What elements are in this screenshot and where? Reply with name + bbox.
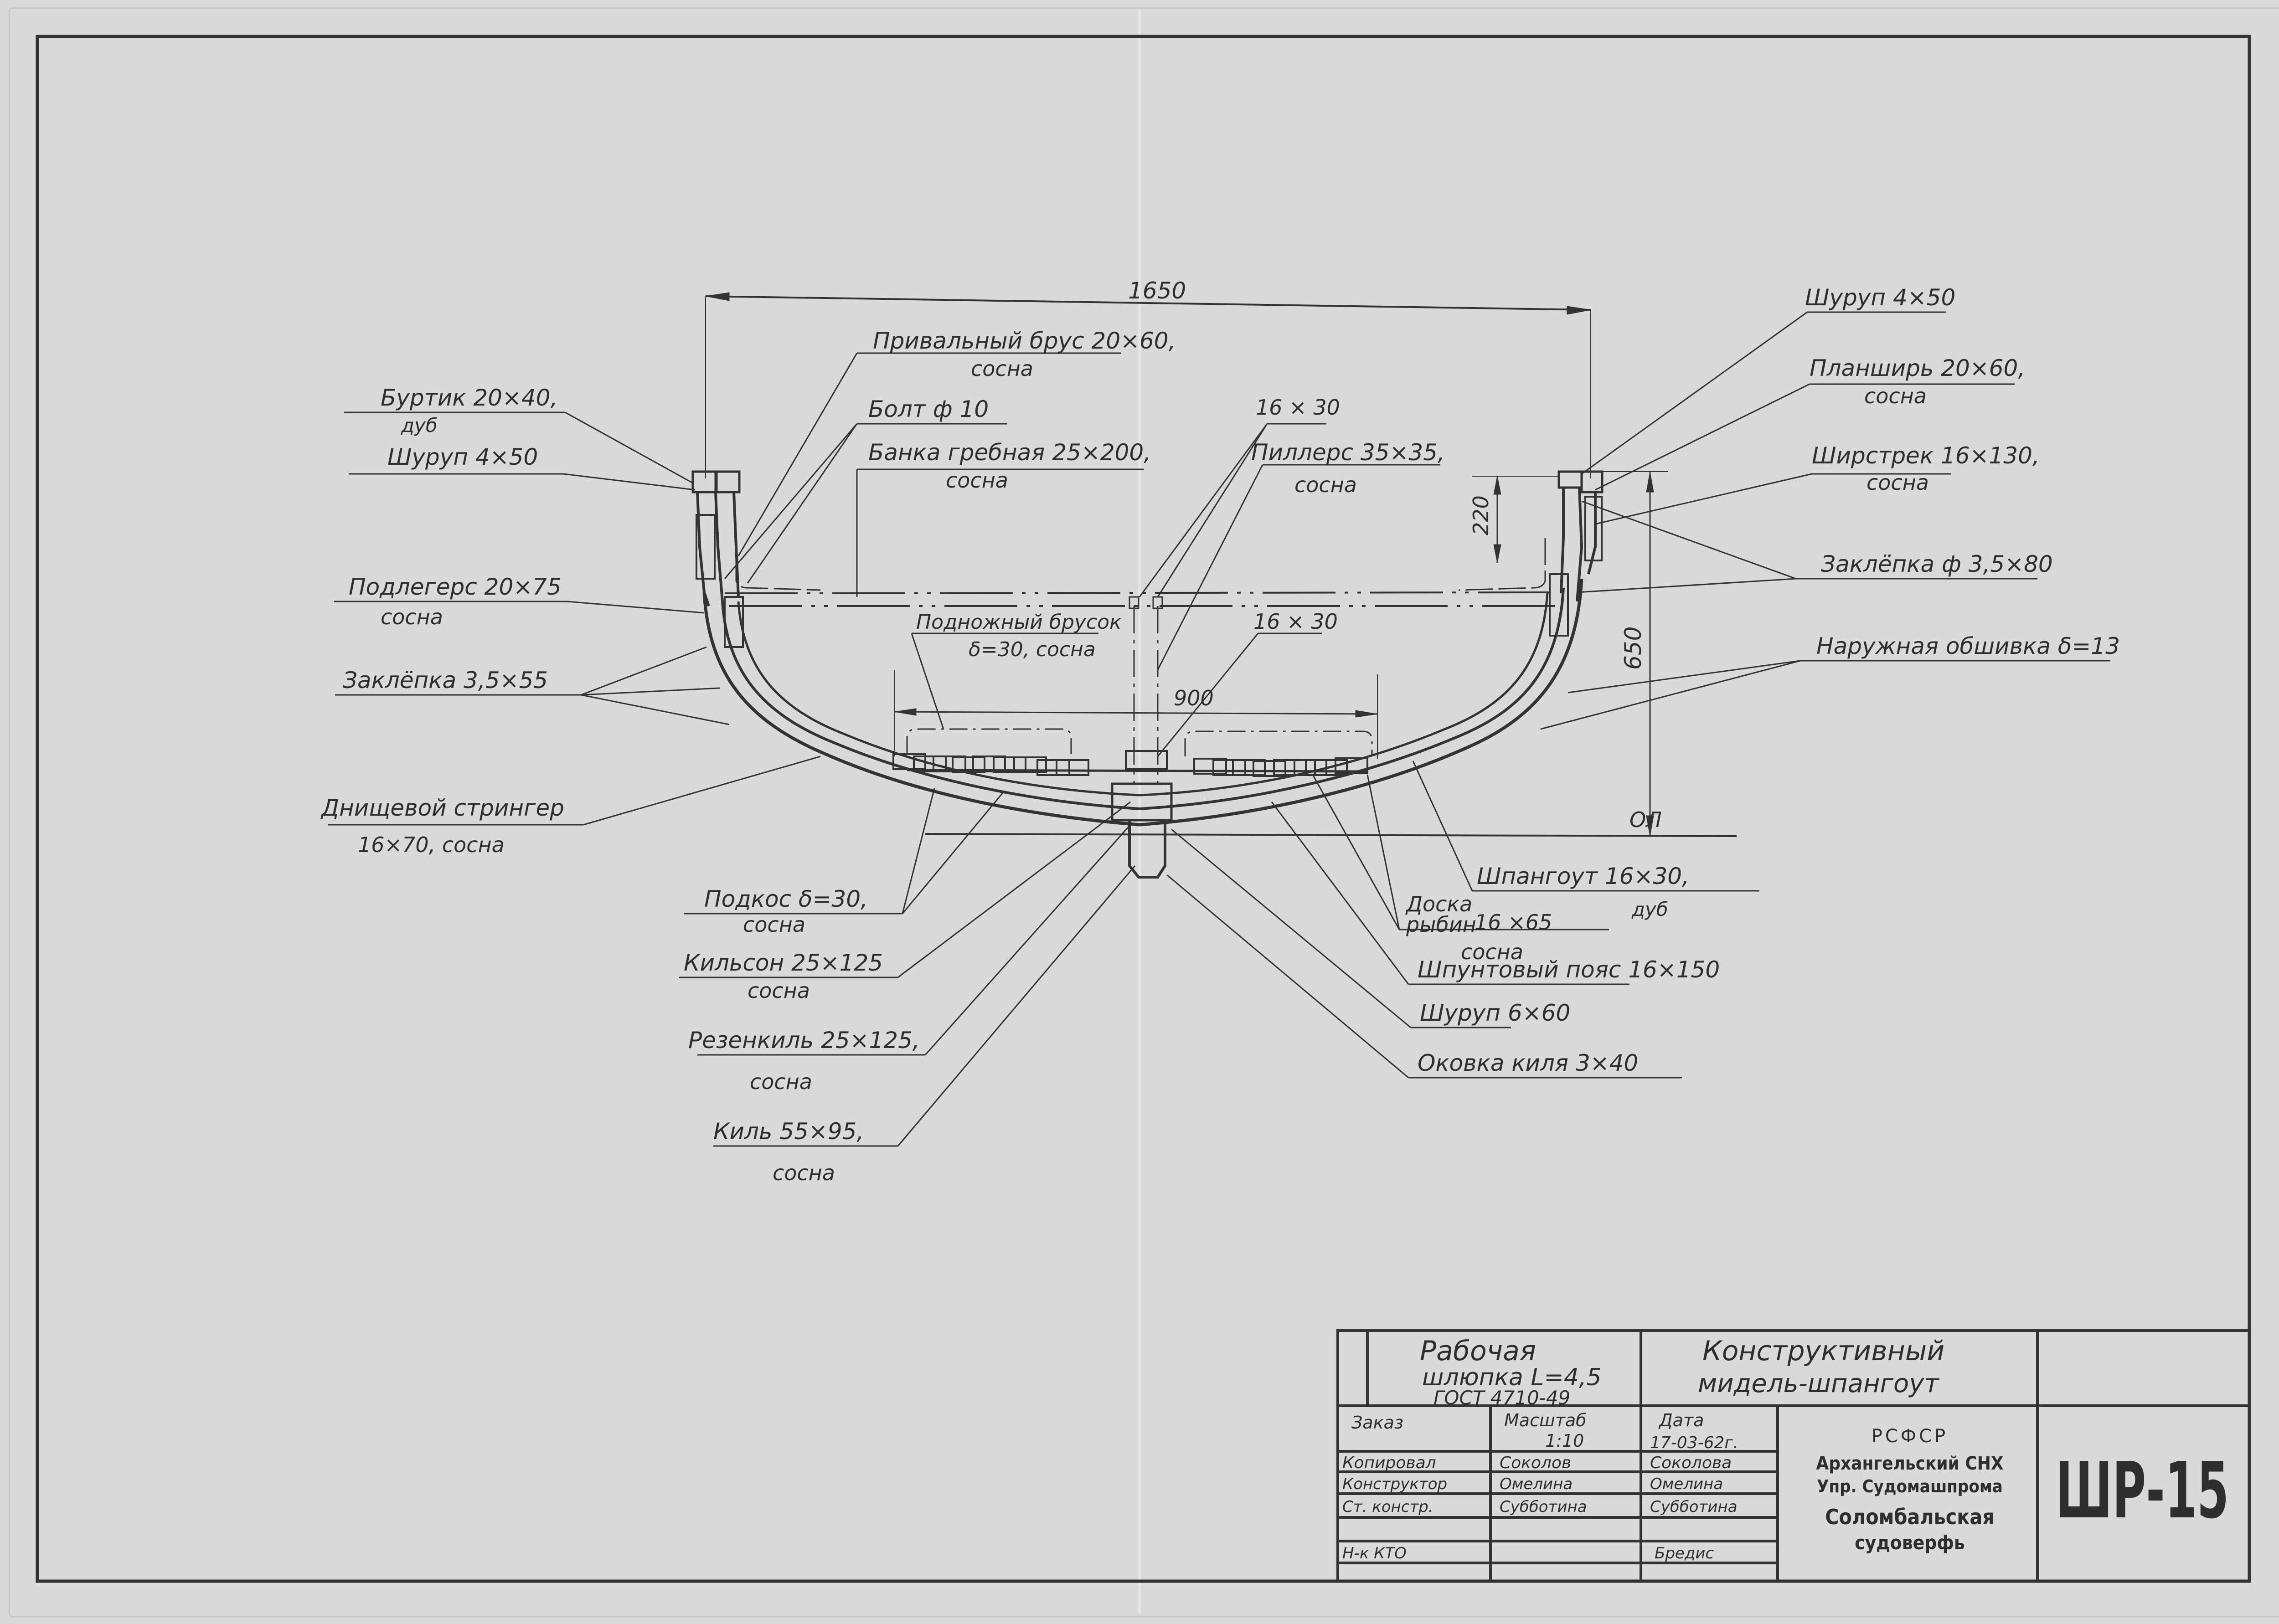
hull-section bbox=[691, 292, 1737, 879]
label-podnozhny-material: δ=30, сосна bbox=[969, 638, 1096, 661]
baseline-label: ОЛ bbox=[1629, 807, 1662, 832]
title-block: Рабочая шлюпка L=4,5 ГОСТ 4710-49 Констр… bbox=[1336, 1329, 2251, 1583]
tb-title-line2: мидель-шпангоут bbox=[1698, 1369, 1939, 1398]
tb-object-line2: шлюпка L=4,5 bbox=[1422, 1364, 1602, 1391]
label-privalny: Привальный брус 20×60, bbox=[873, 328, 1176, 354]
tb-org-line2: Архангельский СНХ bbox=[1816, 1453, 2004, 1474]
tb-name-2: Субботина bbox=[1650, 1498, 1738, 1516]
label-privalny-material: сосна bbox=[971, 356, 1033, 381]
label-podlegers: Подлегерс 20×75 bbox=[349, 574, 562, 600]
tb-name-1: Омелина bbox=[1650, 1475, 1723, 1493]
label-okovka: Оковка киля 3×40 bbox=[1418, 1050, 1638, 1076]
callout-labels: Буртик 20×40, дуб Шуруп 4×50 Подлегерс 2… bbox=[320, 278, 2120, 1185]
label-podlegers-material: сосна bbox=[381, 605, 443, 629]
tb-object-line3: ГОСТ 4710-49 bbox=[1433, 1387, 1570, 1409]
tb-date-value: 17-03-62г. bbox=[1650, 1434, 1738, 1452]
tb-scale-value: 1:10 bbox=[1545, 1431, 1584, 1451]
label-planshir: Планширь 20×60, bbox=[1810, 355, 2025, 381]
label-rezenkil-material: сосна bbox=[750, 1069, 812, 1094]
tb-role-3: Н-к КТО bbox=[1342, 1544, 1407, 1562]
label-kil-material: сосна bbox=[773, 1161, 835, 1185]
label-banka: Банка гребная 25×200, bbox=[868, 439, 1151, 466]
tb-org-line3: Упр. Судомашпрома bbox=[1817, 1476, 2003, 1496]
label-shurup-left: Шуруп 4×50 bbox=[387, 444, 538, 470]
tb-sheet-code: ШР-15 bbox=[2056, 1446, 2229, 1536]
tb-object-line1: Рабочая bbox=[1420, 1335, 1536, 1367]
tb-signature-1: Омелина bbox=[1500, 1475, 1573, 1493]
label-kilson: Кильсон 25×125 bbox=[684, 950, 883, 976]
label-stringer: Днищевой стрингер bbox=[320, 795, 564, 821]
drawing-frame bbox=[36, 35, 2251, 1583]
label-shirstrek: Ширстрек 16×130, bbox=[1812, 442, 2040, 469]
tb-org-line5: судоверфь bbox=[1855, 1531, 1964, 1554]
tb-date-label: Дата bbox=[1658, 1410, 1704, 1430]
tb-name-0: Соколова bbox=[1650, 1454, 1732, 1472]
tb-signature-0: Соколов bbox=[1500, 1454, 1571, 1472]
tb-name-3: Бредис bbox=[1655, 1544, 1714, 1562]
label-shurup-right: Шуруп 4×50 bbox=[1805, 284, 1955, 311]
label-shpangout-material: дуб bbox=[1631, 898, 1668, 920]
label-shpuntovy: Шпунтовый пояс 16×150 bbox=[1418, 956, 1720, 983]
label-banka-material: сосна bbox=[946, 468, 1008, 493]
label-burtik-material: дуб bbox=[401, 414, 438, 437]
label-kilson-material: сосна bbox=[748, 978, 810, 1003]
label-podkos-material: сосна bbox=[743, 912, 805, 937]
dim-beam-line bbox=[705, 295, 1591, 311]
label-burtik: Буртик 20×40, bbox=[381, 385, 557, 411]
label-doska-material: сосна bbox=[1461, 940, 1523, 964]
leader-lines bbox=[328, 311, 2110, 1147]
tb-title-line1: Конструктивный bbox=[1702, 1335, 1944, 1367]
label-pillers: Пиллерс 35×35, bbox=[1251, 439, 1445, 466]
tb-role-2: Ст. констр. bbox=[1342, 1498, 1433, 1516]
label-pillers-material: сосна bbox=[1294, 473, 1357, 497]
label-rezenkil: Резенкиль 25×125, bbox=[688, 1027, 920, 1054]
tb-role-1: Конструктор bbox=[1342, 1475, 1447, 1493]
tb-order-label: Заказ bbox=[1351, 1413, 1403, 1433]
label-podkos: Подкос δ=30, bbox=[704, 886, 868, 912]
label-zaklepka-left: Заклёпка 3,5×55 bbox=[343, 667, 548, 694]
label-shurup-6x60: Шуруп 6×60 bbox=[1420, 1000, 1570, 1026]
label-podnozhny: Подножный брусок bbox=[916, 611, 1122, 634]
paper-edge bbox=[8, 7, 2279, 1618]
label-obshivka: Наружная обшивка δ=13 bbox=[1816, 633, 2120, 659]
label-zaklepka-right: Заклёпка ф 3,5×80 bbox=[1821, 551, 2053, 577]
label-stringer-material: 16×70, сосна bbox=[358, 833, 505, 857]
label-shirstrek-material: сосна bbox=[1867, 470, 1929, 495]
label-kil: Киль 55×95, bbox=[713, 1118, 864, 1145]
label-planshir-material: сосна bbox=[1864, 384, 1927, 408]
dim-depth-value: 650 bbox=[1620, 627, 1646, 670]
label-doska-size: 16 ×65 bbox=[1475, 910, 1552, 935]
tb-org-line1: РСФСР bbox=[1872, 1426, 1949, 1447]
tb-signature-2: Субботина bbox=[1500, 1498, 1587, 1516]
tb-org-line4: Соломбальская bbox=[1825, 1505, 1995, 1529]
dim-220-value: 220 bbox=[1469, 495, 1493, 535]
dim-beam-value: 1650 bbox=[1128, 278, 1186, 304]
label-doska-line1: Доска bbox=[1405, 892, 1472, 916]
label-shpangout: Шпангоут 16×30, bbox=[1477, 863, 1689, 889]
dim-floor-value: 900 bbox=[1174, 686, 1214, 710]
label-16x30-top: 16 × 30 bbox=[1256, 395, 1340, 420]
tb-scale-label: Масштаб bbox=[1504, 1410, 1587, 1430]
label-16x30-mid: 16 × 30 bbox=[1253, 609, 1338, 634]
label-doska-line2: рыбин bbox=[1406, 912, 1476, 937]
tb-role-0: Копировал bbox=[1342, 1454, 1436, 1472]
label-bolt: Болт ф 10 bbox=[868, 396, 989, 422]
